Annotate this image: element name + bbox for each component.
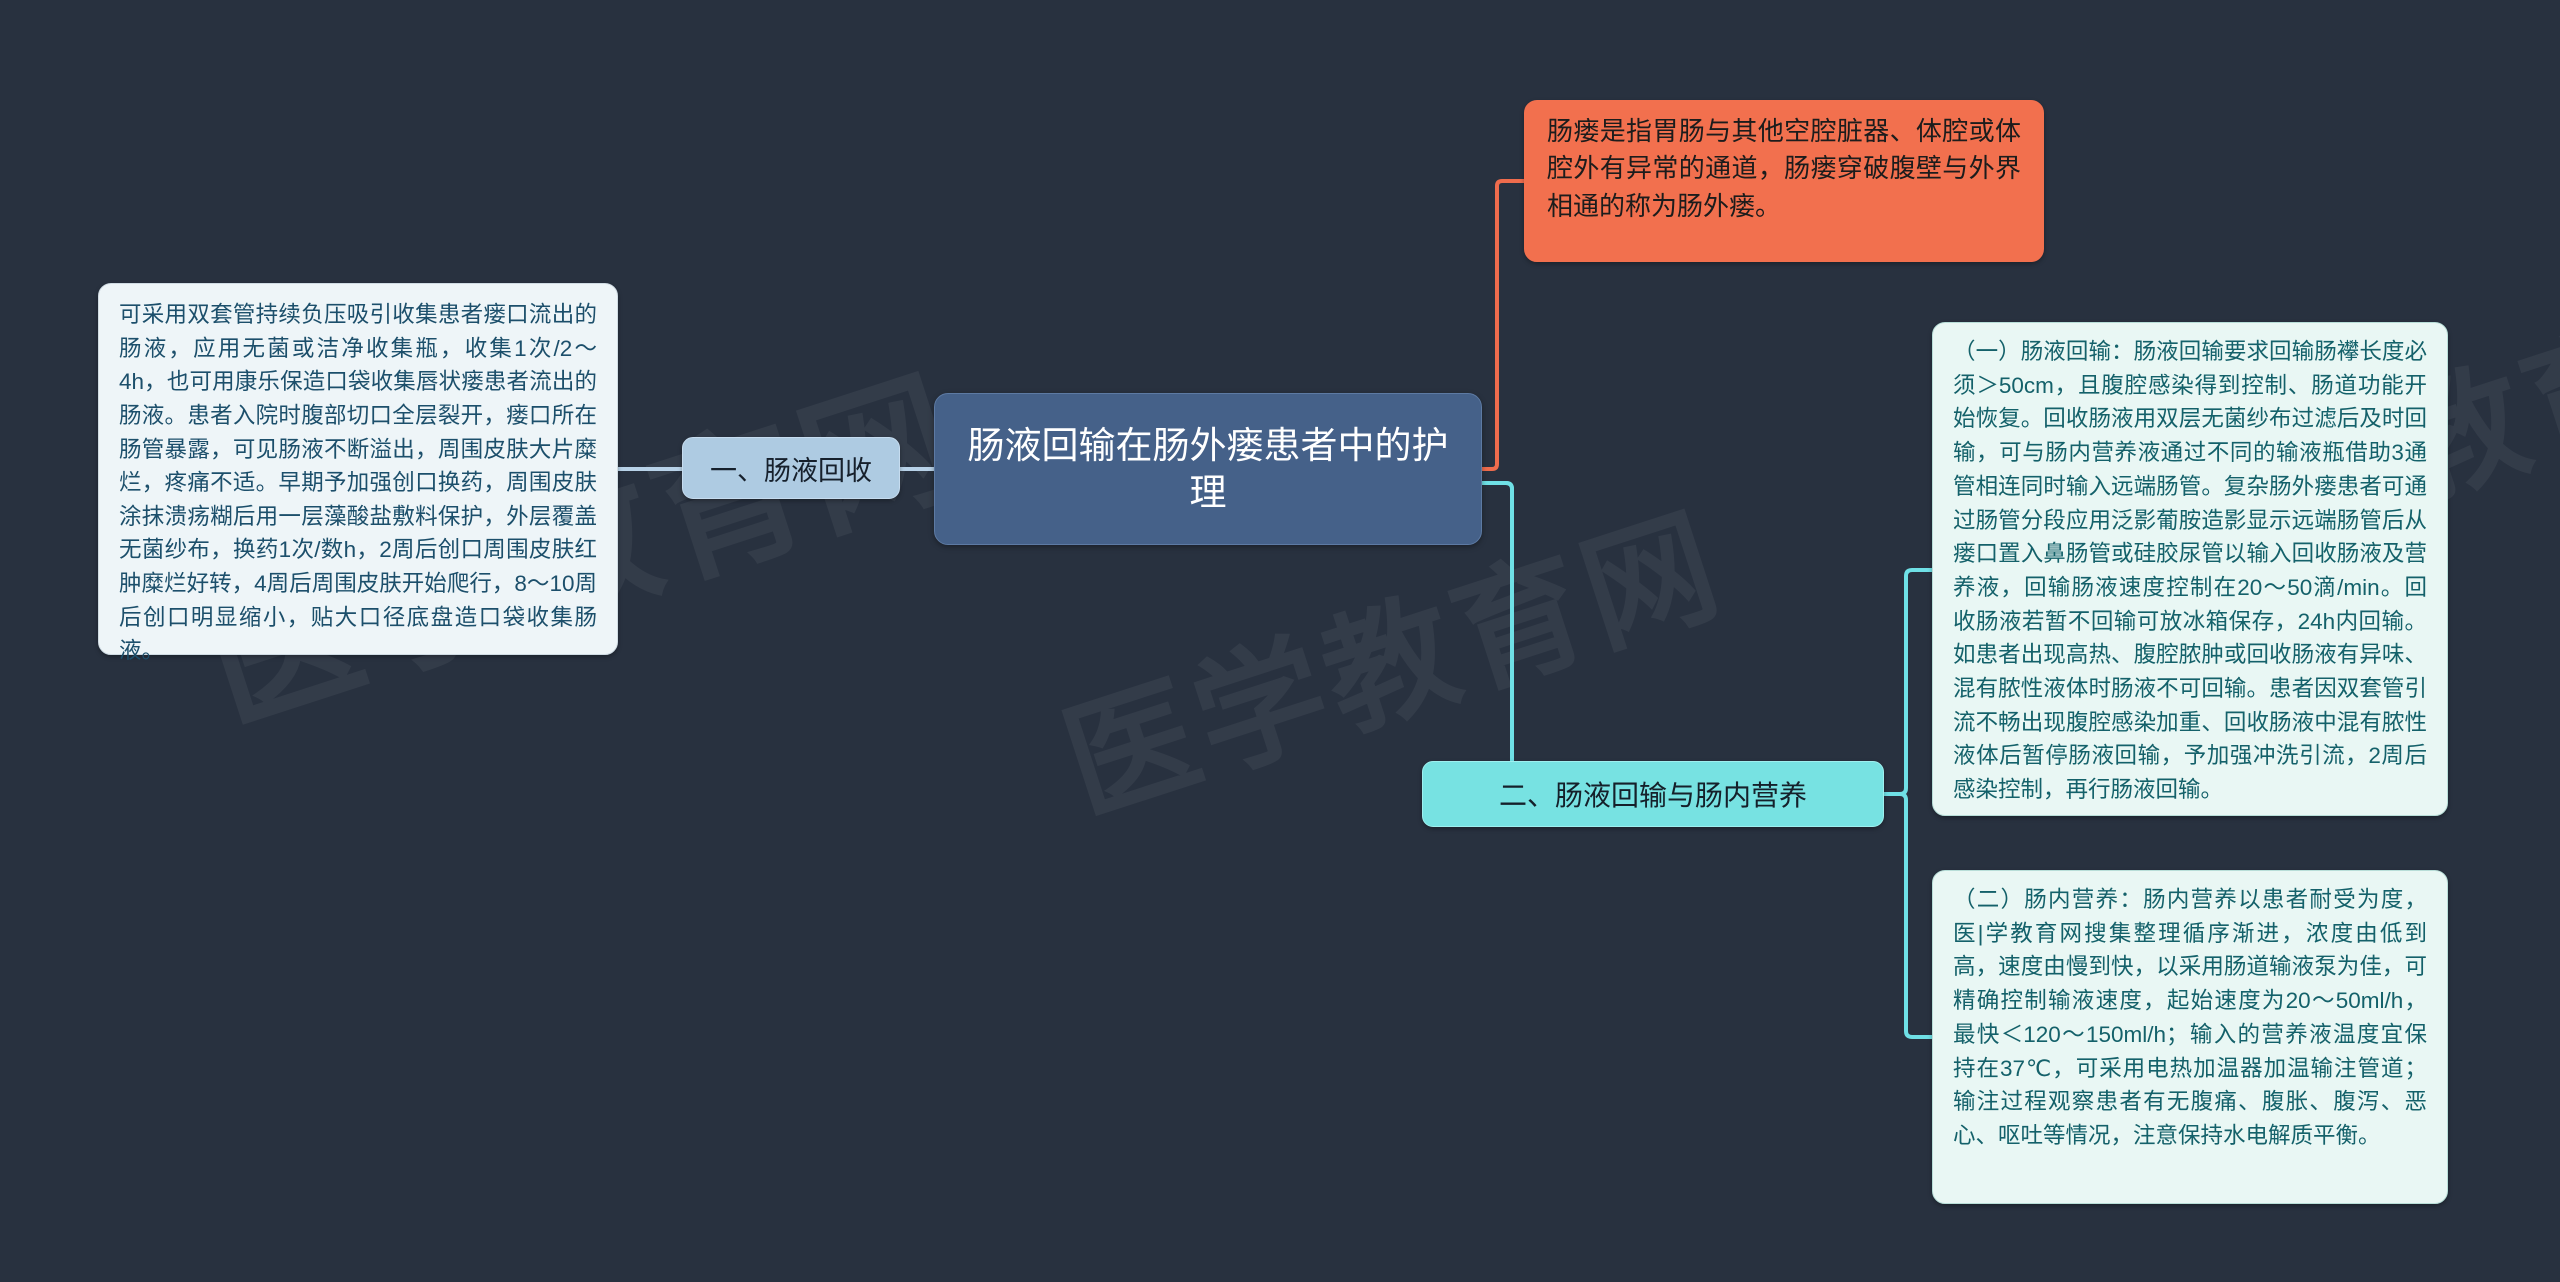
- branch-label-intestinal-fluid-collection[interactable]: 一、肠液回收: [682, 437, 900, 499]
- detail-card-fluid-reinfusion: （一）肠液回输：肠液回输要求回输肠襻长度必须＞50cm，且腹腔感染得到控制、肠道…: [1932, 322, 2448, 816]
- connector-trunk-to-detail-1: [1899, 568, 1932, 796]
- connector-root-to-definition: [1482, 179, 1524, 471]
- root-node-title: 肠液回输在肠外瘘患者中的护理: [967, 424, 1449, 513]
- left-detail-card: 可采用双套管持续负压吸引收集患者瘘口流出的肠液，应用无菌或洁净收集瓶，收集1次/…: [98, 283, 618, 663]
- branch-label-fluid-reinfusion-and-enteral-nutrition[interactable]: 二、肠液回输与肠内营养: [1422, 761, 1884, 827]
- root-node[interactable]: 肠液回输在肠外瘘患者中的护理: [934, 393, 1482, 545]
- connector-trunk-to-detail-2: [1899, 792, 1932, 1039]
- detail-card-enteral-nutrition: （二）肠内营养：肠内营养以患者耐受为度，医|学教育网搜集整理循序渐进，浓度由低到…: [1932, 870, 2448, 1204]
- definition-card: 肠瘘是指胃肠与其他空腔脏器、体腔或体腔外有异常的通道，肠瘘穿破腹壁与外界相通的称…: [1524, 100, 2044, 262]
